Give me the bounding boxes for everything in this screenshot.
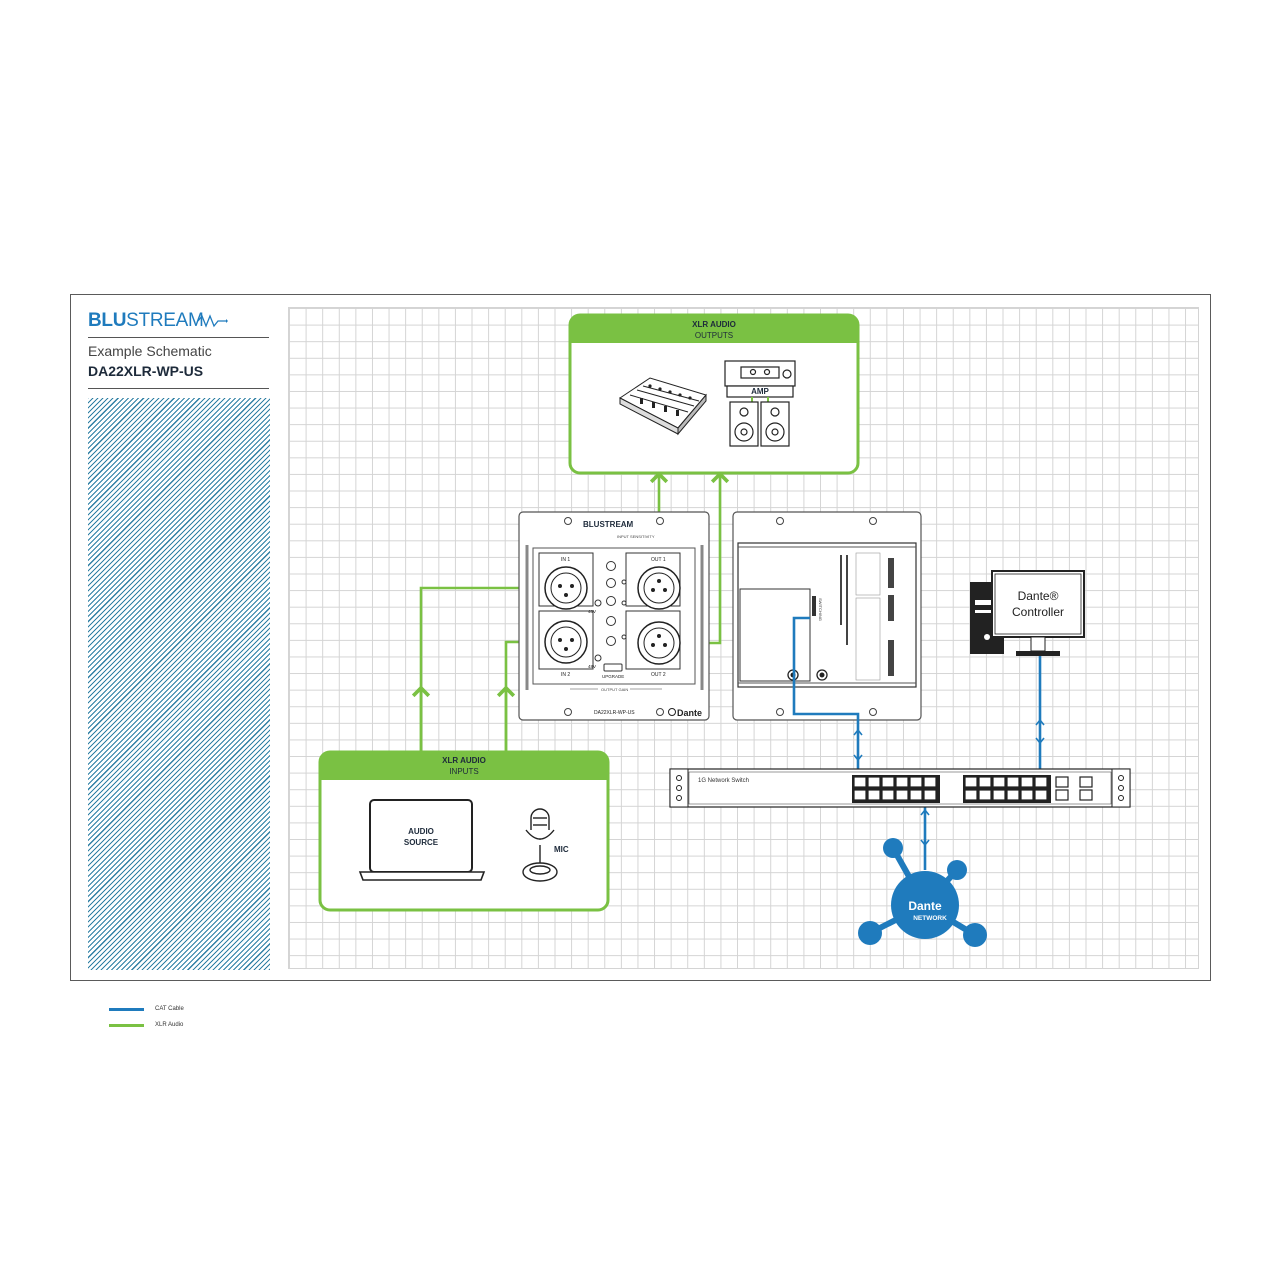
- audio-source-label-1: AUDIO: [408, 827, 434, 836]
- switch-port-bank-b: [963, 775, 1051, 803]
- audio-source-label-2: SOURCE: [404, 838, 439, 847]
- mixer-icon: [619, 377, 707, 436]
- switch-port: [867, 789, 881, 801]
- sidebar: BLUSTREAM Example Schematic DA22XLR-WP-U…: [88, 306, 270, 1045]
- schematic-subtitle: Example Schematic: [88, 343, 212, 359]
- switch-port: [1055, 776, 1069, 788]
- dante-network-label: NETWORK: [913, 915, 947, 922]
- legend-item-xlr: XLR Audio: [109, 1019, 183, 1031]
- switch-port: [992, 776, 1006, 788]
- dante-logo-icon: [668, 708, 676, 716]
- network-switch: 1G Network Switch: [669, 768, 1131, 808]
- xlr-audio-swatch: [109, 1023, 144, 1027]
- input-sensitivity-label: INPUT SENSITIVITY: [617, 534, 655, 539]
- switch-port: [881, 776, 895, 788]
- controller-line1: Dante®: [1018, 589, 1059, 603]
- front-model-label: DA22XLR-WP-US: [594, 710, 635, 716]
- legend-label: CAT Cable: [155, 1006, 184, 1012]
- xlr-in1-connector: [544, 566, 588, 610]
- outputs-subtitle: OUTPUTS: [695, 331, 733, 340]
- laptop-icon: AUDIO SOURCE: [358, 799, 486, 881]
- dante-network-logo: Dante: [908, 899, 942, 913]
- switch-port: [923, 789, 937, 801]
- front-brand: BLUSTREAM: [583, 520, 634, 529]
- cat-cable-arrows: [853, 718, 1045, 847]
- phantom-power-1-label: 48V: [588, 609, 596, 614]
- switch-port: [867, 776, 881, 788]
- switch-port: [1034, 789, 1048, 801]
- switch-sfp-ports: [1055, 776, 1093, 801]
- legend-item-cat: CAT Cable: [109, 1003, 184, 1015]
- dante-controller-pc: Dante® Controller: [970, 570, 1085, 656]
- rear-wall-plate: SWITCHING: [732, 511, 922, 721]
- inputs-title: XLR AUDIO: [442, 756, 486, 765]
- output-gain-label: OUTPUT GAIN: [601, 687, 628, 692]
- amp-label: AMP: [751, 387, 769, 396]
- divider: [88, 337, 269, 338]
- mic-label: MIC: [554, 845, 569, 854]
- dante-network-icon: Dante NETWORK: [858, 838, 987, 947]
- switch-port: [1006, 776, 1020, 788]
- switch-port: [909, 776, 923, 788]
- switch-port: [1055, 789, 1069, 801]
- switch-port: [1006, 789, 1020, 801]
- switch-port: [978, 776, 992, 788]
- switch-port: [1034, 776, 1048, 788]
- divider: [88, 388, 269, 389]
- switch-port: [992, 789, 1006, 801]
- switch-port: [1020, 789, 1034, 801]
- controller-line2: Controller: [1012, 605, 1064, 619]
- switch-port: [978, 789, 992, 801]
- front-dante-label: Dante: [677, 708, 702, 718]
- switch-port: [853, 789, 867, 801]
- switching-label: SWITCHING: [818, 598, 823, 621]
- cat-cable-swatch: [109, 1007, 144, 1011]
- in1-label: IN 1: [561, 557, 570, 563]
- brand-logo: BLUSTREAM: [88, 310, 228, 332]
- legend-label: XLR Audio: [155, 1022, 184, 1028]
- switch-port: [1020, 776, 1034, 788]
- switch-port: [895, 789, 909, 801]
- switch-port: [964, 789, 978, 801]
- switch-label: 1G Network Switch: [698, 778, 749, 784]
- out2-label: OUT 2: [651, 672, 666, 678]
- phantom-power-2-label: 48V: [588, 664, 596, 669]
- switch-port: [1079, 776, 1093, 788]
- speaker-right-icon: [760, 401, 790, 447]
- switch-port: [1079, 789, 1093, 801]
- switch-port: [923, 776, 937, 788]
- amplifier-icon: AMP: [724, 360, 796, 402]
- out1-label: OUT 1: [651, 557, 666, 563]
- usb-upgrade-port: [603, 663, 623, 672]
- switch-port: [881, 789, 895, 801]
- in2-label: IN 2: [561, 672, 570, 678]
- upgrade-label: UPGRADE: [602, 674, 624, 679]
- hatch-panel: CAT Cable XLR Audio: [88, 398, 270, 1045]
- switch-port: [909, 789, 923, 801]
- model-number: DA22XLR-WP-US: [88, 363, 204, 379]
- microphone-icon: MIC: [522, 808, 569, 882]
- xlr-out1-connector: [637, 566, 681, 610]
- front-wall-plate: BLUSTREAM INPUT SENSITIVITY IN 1 IN 2 OU…: [518, 511, 710, 721]
- switch-port: [853, 776, 867, 788]
- switch-port-bank-a: [852, 775, 940, 803]
- legend: CAT Cable XLR Audio: [101, 987, 256, 1045]
- xlr-out2-connector: [637, 621, 681, 665]
- xlr-in2-connector: [544, 620, 588, 664]
- sensitivity-knobs: [594, 561, 627, 662]
- switch-port: [895, 776, 909, 788]
- cat-cable-lines: [792, 616, 1042, 870]
- inputs-subtitle: INPUTS: [449, 767, 478, 776]
- outputs-title: XLR AUDIO: [692, 320, 736, 329]
- outputs-box: XLR AUDIO OUTPUTS: [568, 313, 860, 475]
- speaker-left-icon: [729, 401, 759, 447]
- switch-port: [964, 776, 978, 788]
